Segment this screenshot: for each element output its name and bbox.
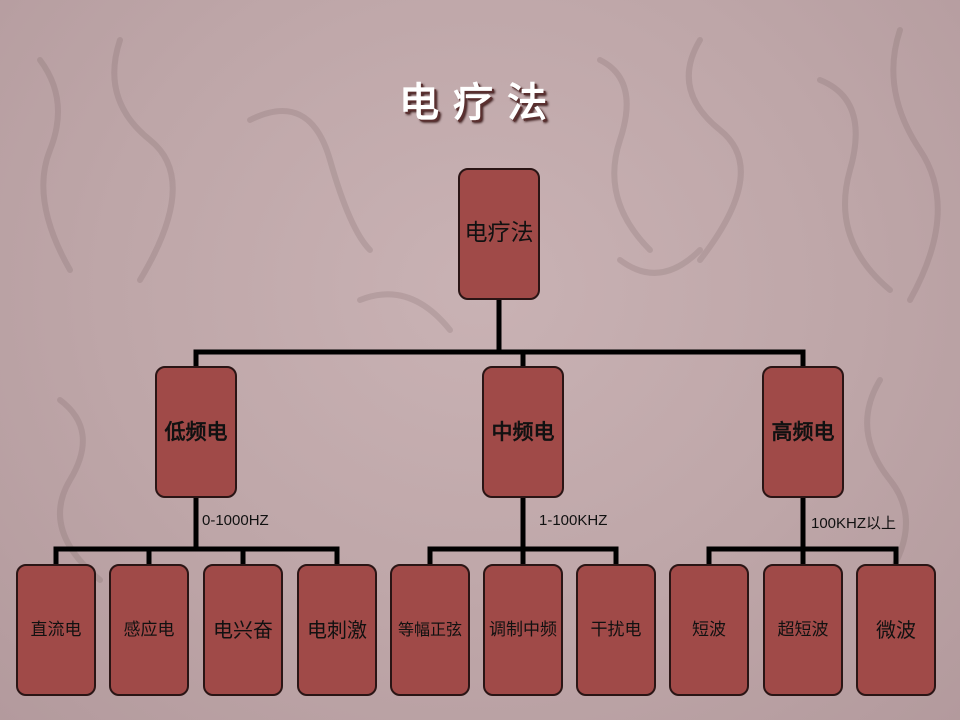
leaf-node: 等幅正弦 <box>390 564 470 696</box>
leaf-node: 短波 <box>669 564 749 696</box>
low-frequency-range: 0-1000HZ <box>202 512 269 529</box>
low-frequency-node: 低频电 <box>155 366 237 498</box>
slide-title: 电疗法 <box>399 79 561 126</box>
leaf-node: 电刺激 <box>297 564 377 696</box>
leaf-node: 干扰电 <box>576 564 656 696</box>
medium-frequency-node: 中频电 <box>482 366 564 498</box>
root-node: 电疗法 <box>458 168 540 300</box>
leaf-node: 直流电 <box>16 564 96 696</box>
leaf-node: 微波 <box>856 564 936 696</box>
medium-frequency-range: 1-100KHZ <box>539 512 608 529</box>
leaf-node: 调制中频 <box>483 564 563 696</box>
high-frequency-node: 高频电 <box>762 366 844 498</box>
high-frequency-range: 100KHZ以上 <box>811 515 897 532</box>
leaf-node: 电兴奋 <box>203 564 283 696</box>
leaf-node: 超短波 <box>763 564 843 696</box>
leaf-node: 感应电 <box>109 564 189 696</box>
